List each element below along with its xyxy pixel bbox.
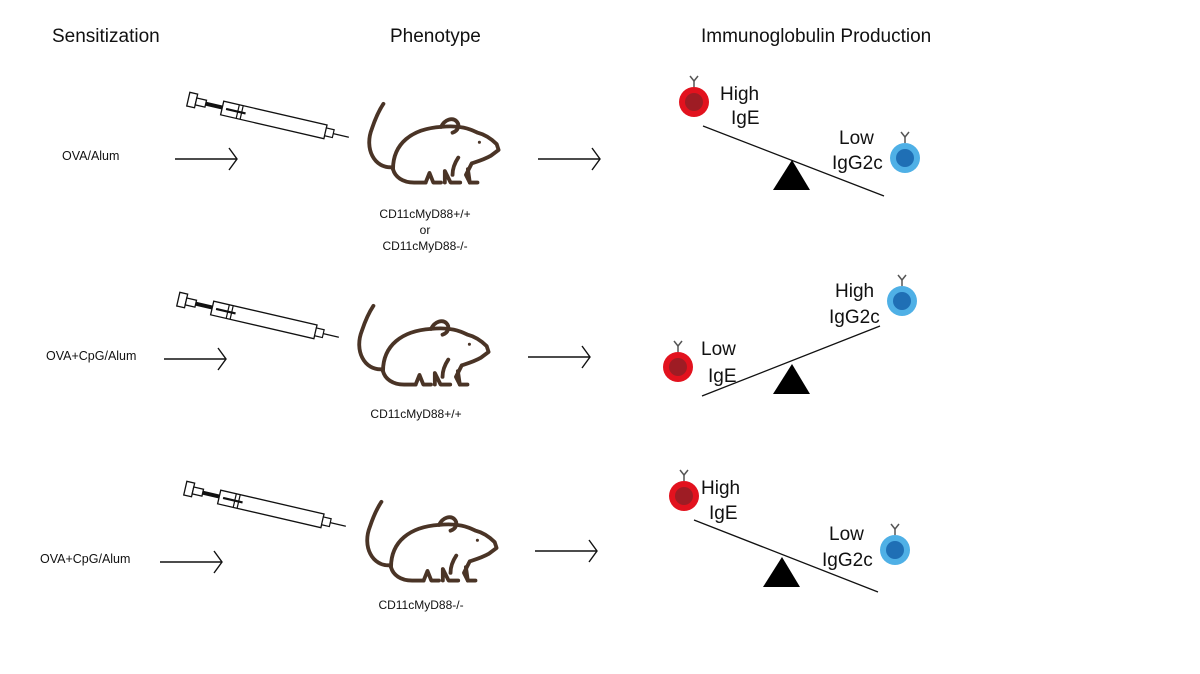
igg-label: IgG2c — [832, 153, 883, 174]
arrow-icon — [164, 347, 227, 371]
antibody-icon — [679, 469, 689, 482]
mouse-icon — [357, 303, 491, 387]
genotype-label: CD11cMyD88-/- — [378, 598, 463, 612]
row-ova-cpg-alum-ko: OVA+CpG/Alum CD11cMyD88-/- High IgE Low … — [40, 469, 910, 612]
arrow-icon — [528, 345, 591, 369]
antibody-icon — [689, 75, 699, 88]
fulcrum-icon — [763, 557, 800, 587]
antibody-icon — [673, 340, 683, 353]
ige-b-cell-icon — [679, 75, 709, 117]
igg-b-cell-icon — [890, 131, 920, 173]
row-ova-alum: OVA/Alum CD11cMyD88+/+ or CD11cMyD88-/- … — [62, 75, 920, 253]
ige-b-cell-icon — [663, 340, 693, 382]
ige-level: High — [720, 84, 759, 105]
igg-label: IgG2c — [822, 550, 873, 571]
igg-b-cell-icon — [880, 523, 910, 565]
arrow-icon — [175, 147, 238, 171]
ige-label: IgE — [709, 503, 738, 524]
igg-level: Low — [839, 128, 874, 149]
arrow-icon — [535, 539, 598, 563]
condition-label: OVA/Alum — [62, 149, 119, 163]
balance-beam — [701, 325, 881, 397]
mouse-icon — [365, 499, 499, 583]
balance-beam — [693, 519, 879, 593]
ige-label: IgE — [708, 366, 737, 387]
syringe-icon — [184, 90, 353, 147]
syringe-icon — [174, 290, 343, 347]
fulcrum-icon — [773, 160, 810, 190]
igg-level: Low — [829, 524, 864, 545]
igg-b-cell-icon — [887, 274, 917, 316]
ige-b-cell-icon — [669, 469, 699, 511]
genotype-label-alt: CD11cMyD88-/- — [382, 239, 467, 253]
genotype-label: CD11cMyD88+/+ — [379, 207, 470, 221]
igg-label: IgG2c — [829, 307, 880, 328]
antibody-icon — [900, 131, 910, 144]
genotype-label: CD11cMyD88+/+ — [370, 407, 461, 421]
ige-level: Low — [701, 339, 736, 360]
syringe-icon — [181, 479, 350, 536]
fulcrum-icon — [773, 364, 810, 394]
mouse-icon — [367, 101, 501, 185]
igg-level: High — [835, 281, 874, 302]
ige-label: IgE — [731, 108, 760, 129]
genotype-or-label: or — [420, 223, 431, 237]
header-phenotype: Phenotype — [390, 26, 481, 47]
ige-level: High — [701, 478, 740, 499]
antibody-icon — [897, 274, 907, 287]
header-immunoglobulin-production: Immunoglobulin Production — [701, 26, 931, 47]
arrow-icon — [538, 147, 601, 171]
condition-label: OVA+CpG/Alum — [46, 349, 136, 363]
balance-beam — [702, 125, 885, 197]
header-sensitization: Sensitization — [52, 26, 160, 47]
row-ova-cpg-alum-wt: OVA+CpG/Alum CD11cMyD88+/+ Low IgE High … — [46, 274, 917, 421]
arrow-icon — [160, 550, 223, 574]
antibody-icon — [890, 523, 900, 536]
condition-label: OVA+CpG/Alum — [40, 552, 130, 566]
